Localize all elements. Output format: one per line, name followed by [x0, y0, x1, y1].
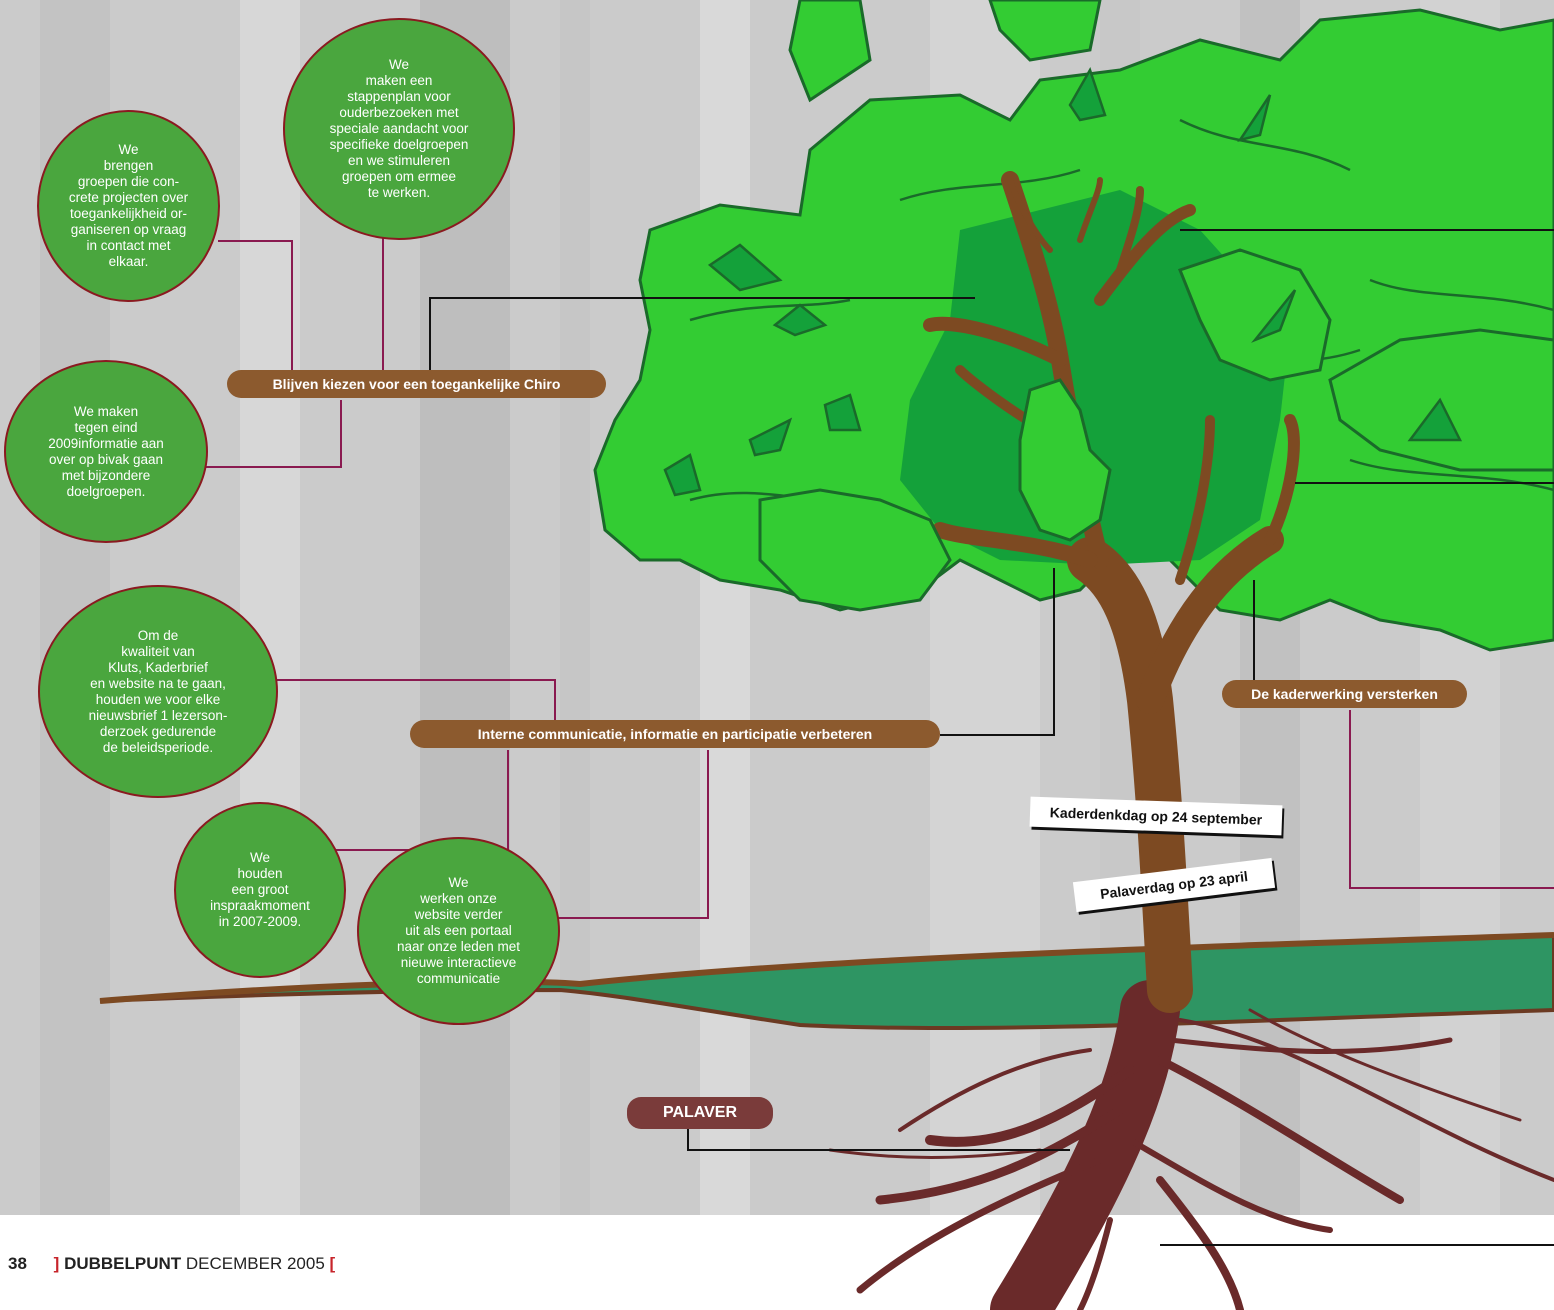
black-connectors — [429, 229, 1554, 1246]
issue-date: DECEMBER 2005 — [185, 1254, 325, 1273]
label-kaderwerking: De kaderwerking versterken — [1222, 680, 1467, 708]
tree-roots — [828, 980, 1554, 1310]
magazine-name: DUBBELPUNT — [64, 1254, 182, 1273]
label-interne-communicatie: Interne communicatie, informatie en part… — [410, 720, 940, 748]
label-toegankelijke-chiro: Blijven kiezen voor een toegankelijke Ch… — [227, 370, 606, 398]
bottom-band — [0, 1215, 1554, 1310]
label-palaver: PALAVER — [627, 1097, 773, 1129]
bubble-lezersonderzoek: Om de kwaliteit van Kluts, Kaderbrief en… — [38, 585, 278, 798]
footer-open-bracket: ] — [53, 1254, 60, 1273]
bubble-website-portaal: We werken onze website verder uit als ee… — [357, 837, 560, 1025]
page-number: 38 — [8, 1254, 27, 1273]
bubble-ouderbezoeken: We maken een stappenplan voor ouderbezoe… — [283, 18, 515, 240]
bubble-bivak-informatie: We maken tegen eind 2009informatie aan o… — [4, 360, 208, 543]
ground-edge — [99, 932, 1554, 1004]
purple-connectors — [204, 238, 1554, 919]
leaf-spots — [663, 66, 1463, 497]
bubble-inspraakmoment: We houden een groot inspraakmoment in 20… — [174, 802, 346, 978]
footer-close-bracket: [ — [329, 1254, 336, 1273]
bubble-toegankelijkheid-projecten: We brengen groepen die con- crete projec… — [37, 110, 220, 302]
page-footer: 38 ] DUBBELPUNT DECEMBER 2005 [ — [8, 1252, 335, 1276]
front-leaf-clusters — [758, 248, 1554, 612]
